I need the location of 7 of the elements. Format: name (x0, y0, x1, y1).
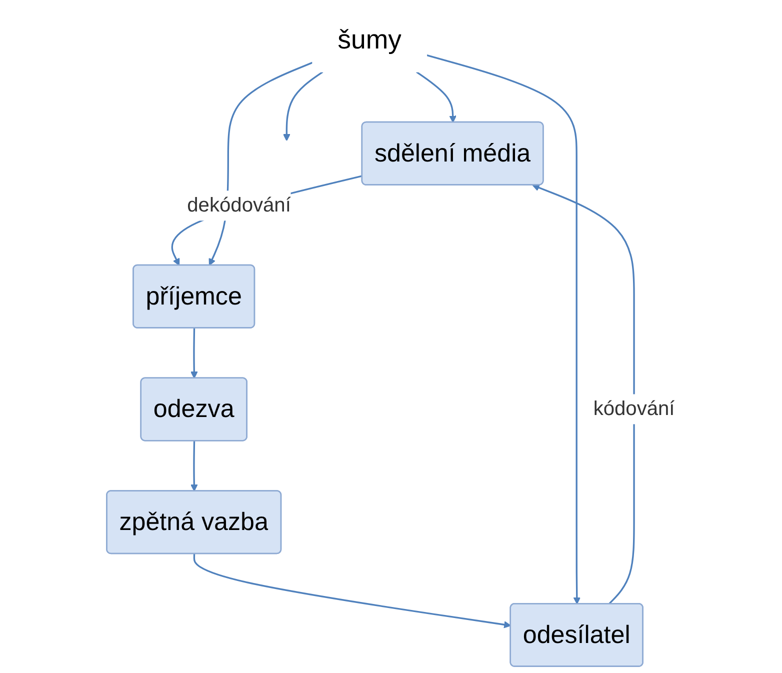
rounded-box: odezva (140, 377, 248, 442)
rounded-box: zpětná vazba (106, 490, 282, 554)
rounded-box: sdělení média (362, 121, 544, 186)
rounded-box: odesílatel (510, 602, 644, 667)
edge-label: kódování (594, 394, 676, 424)
rounded-box: příjemce (132, 264, 256, 328)
edge-label: dekódování (187, 190, 292, 221)
